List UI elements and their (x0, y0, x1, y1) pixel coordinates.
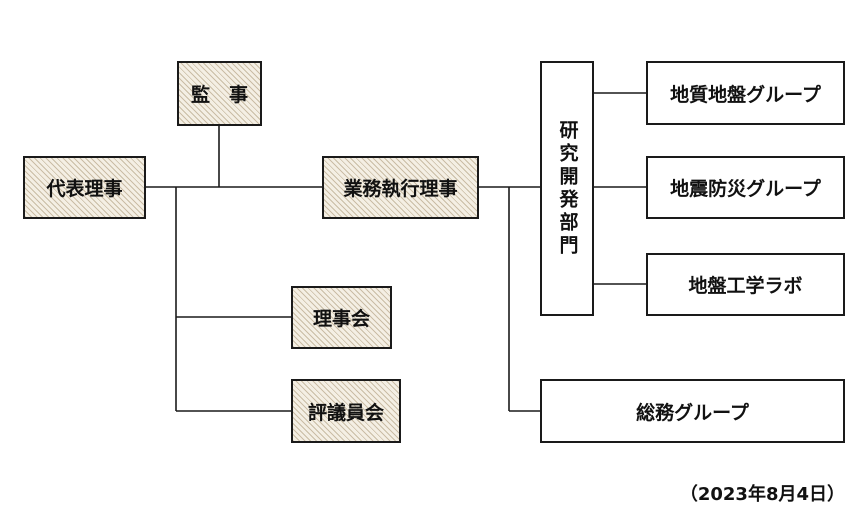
representative-director-box: 代表理事 (23, 156, 146, 219)
executive-director-label: 業務執行理事 (343, 178, 458, 200)
executive-director-box: 業務執行理事 (322, 156, 479, 219)
board-of-directors-box: 理事会 (291, 286, 392, 349)
representative-director-label: 代表理事 (46, 178, 123, 200)
earthquake-disaster-group-box: 地震防災グループ (646, 156, 845, 219)
date-label: （2023年8月4日） (679, 484, 845, 505)
geotechnical-lab-label: 地盤工学ラボ (688, 275, 803, 297)
geology-group-label: 地質地盤グループ (670, 83, 821, 106)
geology-group-box: 地質地盤グループ (646, 61, 845, 125)
rd-department-box: 研究開発部門 (540, 61, 594, 316)
general-affairs-group-box: 総務グループ (540, 379, 845, 443)
auditor-box: 監 事 (177, 61, 262, 126)
general-affairs-group-label: 総務グループ (636, 401, 749, 424)
council-label: 評議員会 (307, 401, 384, 424)
geotechnical-lab-box: 地盤工学ラボ (646, 253, 845, 316)
earthquake-disaster-group-label: 地震防災グループ (670, 178, 821, 200)
board-of-directors-label: 理事会 (312, 308, 370, 330)
auditor-label: 監 事 (190, 84, 248, 106)
council-box: 評議員会 (291, 379, 401, 443)
rd-department-label: 研究開発部門 (556, 119, 579, 258)
